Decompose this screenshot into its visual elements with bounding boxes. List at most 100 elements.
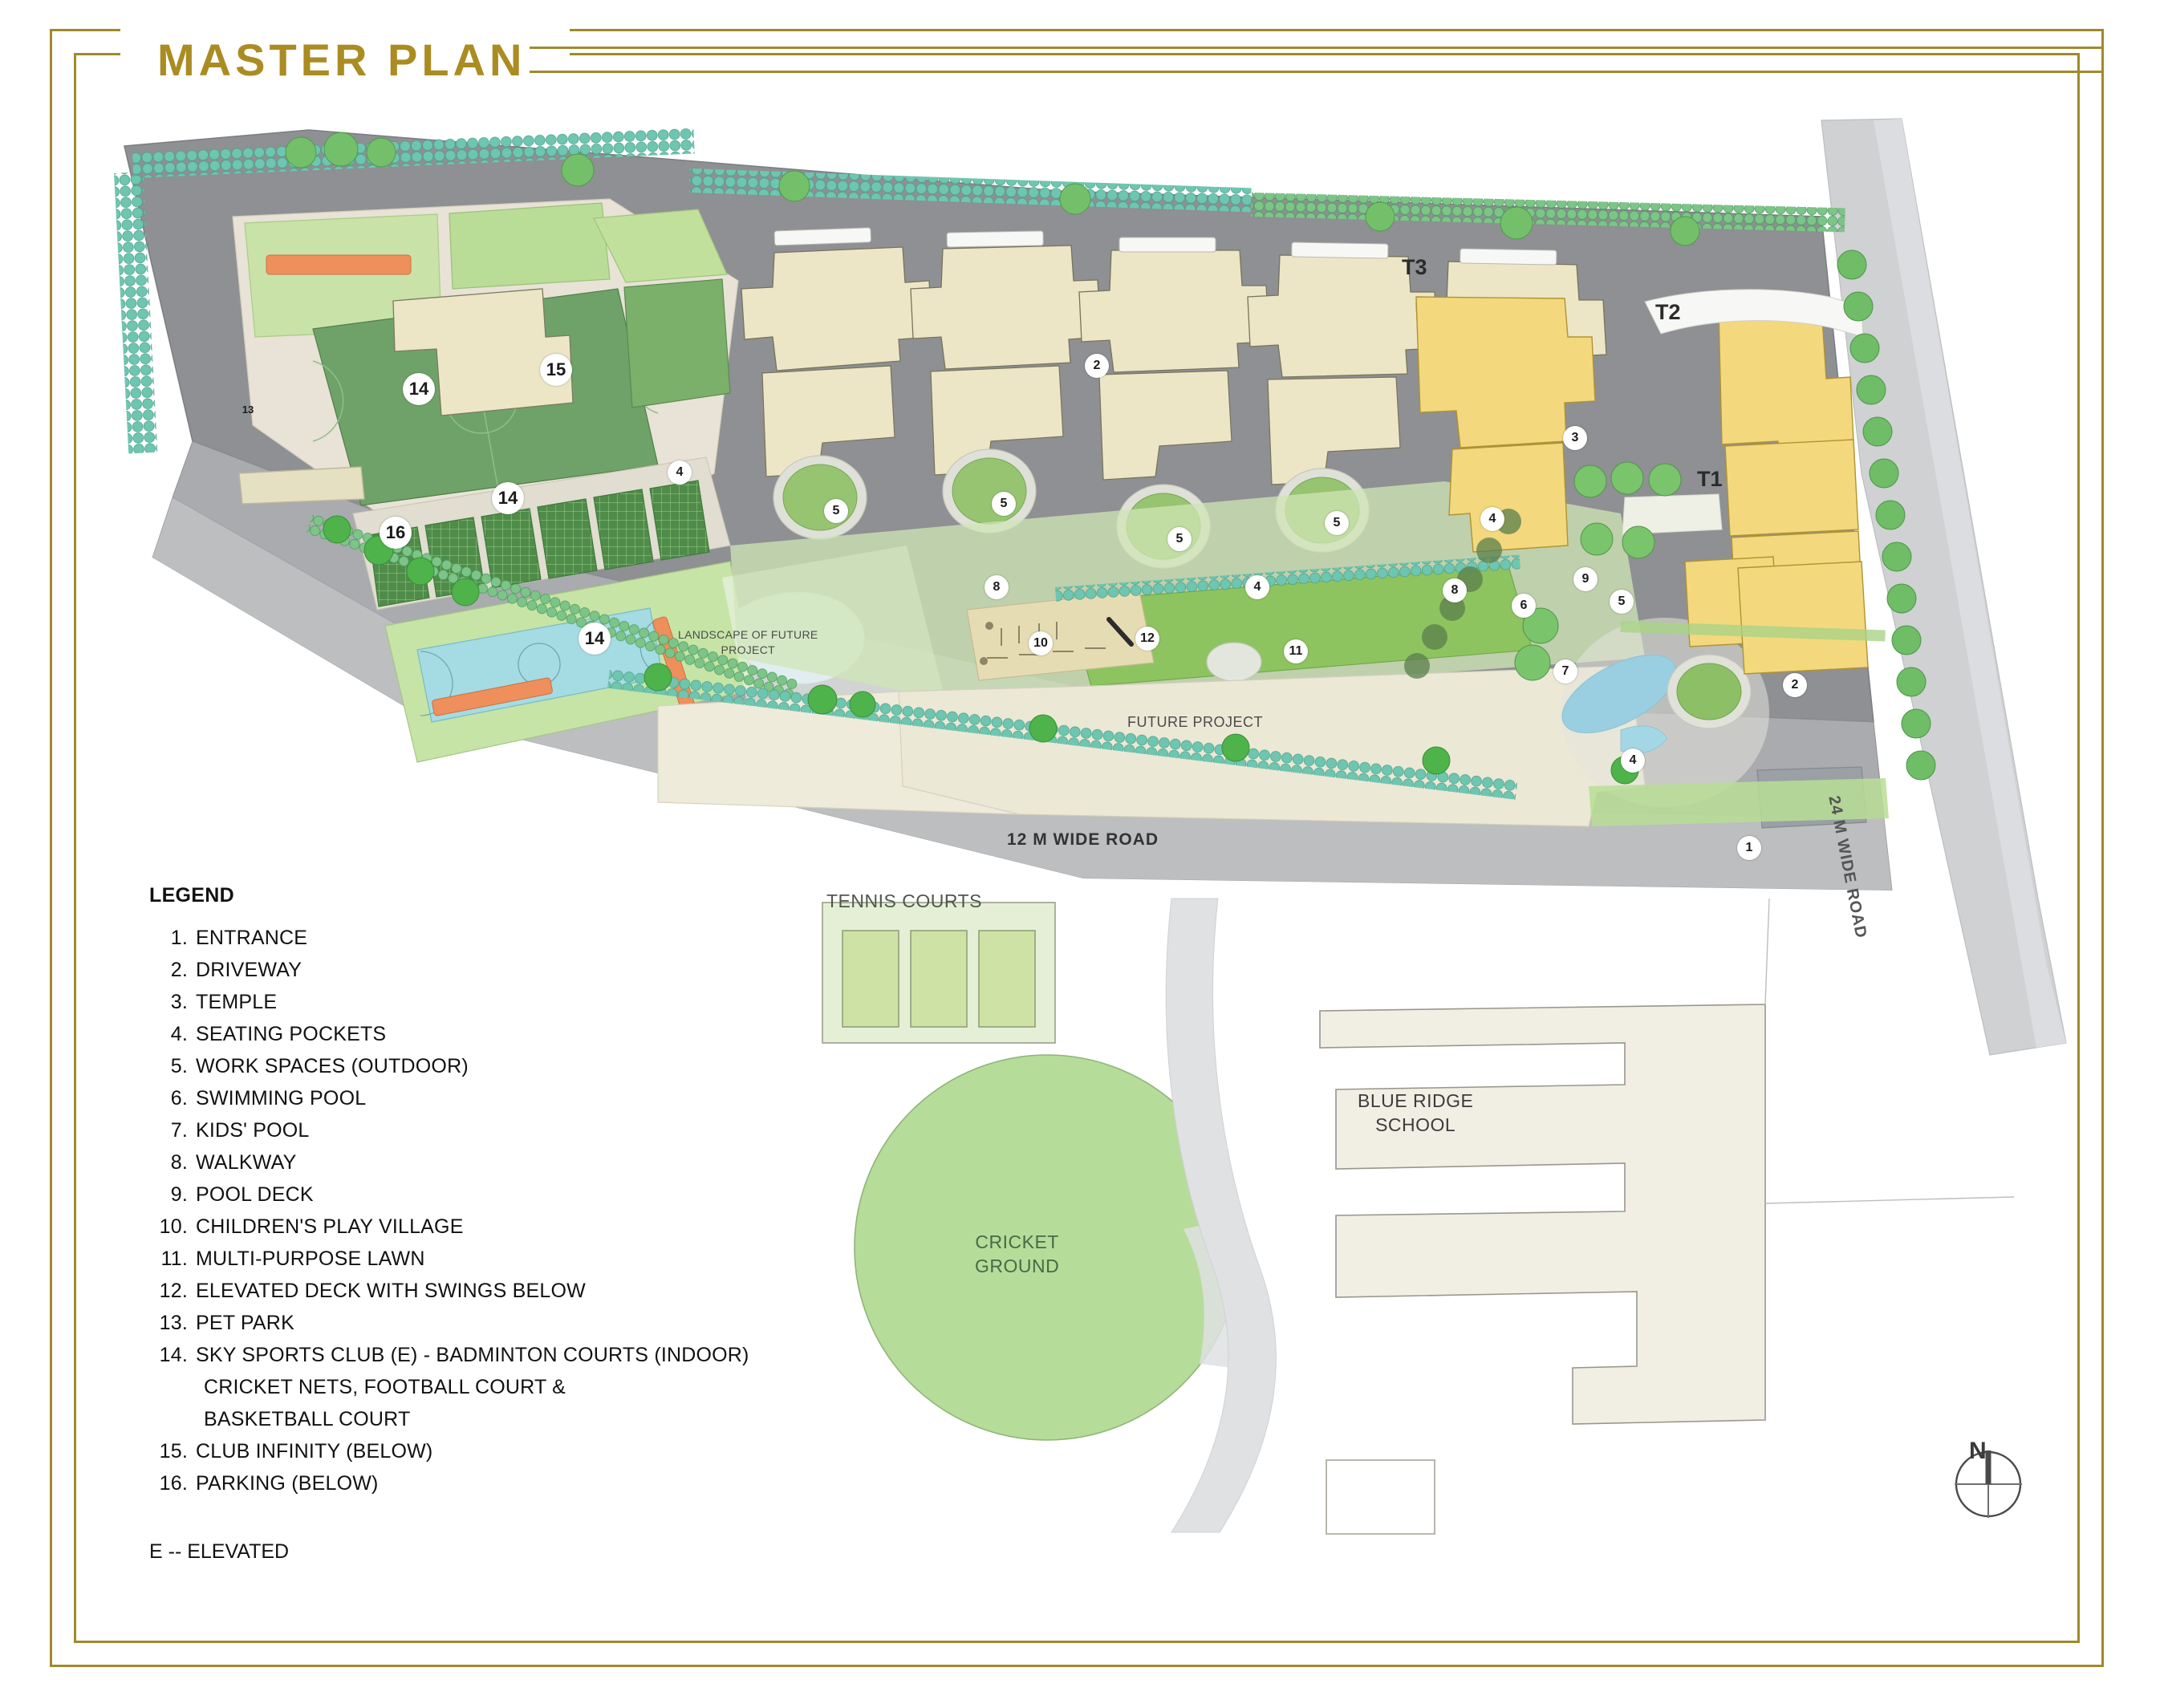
legend-item-number: 6.	[170, 1087, 188, 1110]
map-marker-13: 13	[242, 403, 254, 416]
legend-item-number: 12.	[159, 1280, 188, 1302]
map-marker-12: 12	[1135, 627, 1159, 651]
legend-heading: LEGEND	[149, 884, 234, 907]
legend-item-number: 3.	[170, 991, 188, 1013]
legend-item-number: 15.	[159, 1440, 188, 1463]
legend-item: 1. ENTRANCE	[149, 922, 759, 954]
school-line-2: SCHOOL	[1375, 1114, 1456, 1135]
legend-item-label: ENTRANCE	[196, 927, 308, 949]
map-marker-5: 5	[1325, 511, 1349, 535]
map-marker-14: 14	[492, 482, 524, 514]
map-marker-7: 7	[1553, 659, 1577, 684]
legend-item-label: TEMPLE	[196, 991, 278, 1013]
legend-item-number: 2.	[170, 959, 188, 981]
legend-item: 16. PARKING (BELOW)	[149, 1467, 759, 1499]
map-marker-15: 15	[540, 354, 572, 386]
legend-item-number: 9.	[170, 1183, 188, 1206]
legend-item-label: MULTI-PURPOSE LAWN	[196, 1248, 425, 1270]
map-marker-2: 2	[1783, 673, 1807, 697]
cricket-line-2: GROUND	[975, 1256, 1060, 1276]
legend-item-number: 16.	[159, 1472, 188, 1495]
tower-label-t2: T2	[1655, 300, 1681, 324]
landscape-line-2: PROJECT	[721, 643, 775, 656]
legend-item: 5. WORK SPACES (OUTDOOR)	[149, 1050, 759, 1082]
legend-item: 8. WALKWAY	[149, 1146, 759, 1179]
map-marker-14: 14	[403, 373, 435, 405]
legend-item-label: WALKWAY	[196, 1151, 297, 1174]
map-marker-11: 11	[1284, 639, 1308, 663]
legend-item-continuation-text: BASKETBALL COURT	[204, 1408, 411, 1430]
legend-item: 2. DRIVEWAY	[149, 954, 759, 986]
cricket-line-1: CRICKET	[975, 1231, 1059, 1252]
tower-label-t3: T3	[1402, 255, 1427, 279]
legend-item: 9. POOL DECK	[149, 1179, 759, 1211]
site-map	[96, 96, 2078, 1605]
legend: LEGEND 1. ENTRANCE 2. DRIVEWAY 3. TEMPLE 4. SEA…	[149, 884, 759, 1499]
map-marker-5: 5	[992, 492, 1016, 516]
legend-item: 13. PET PARK	[149, 1307, 759, 1339]
legend-item: 10.CHILDREN'S PLAY VILLAGE	[149, 1211, 759, 1243]
legend-item-label: CLUB INFINITY (BELOW)	[196, 1440, 433, 1463]
legend-item-continuation-text: CRICKET NETS, FOOTBALL COURT &	[204, 1376, 566, 1398]
legend-item-label: SKY SPORTS CLUB (E) - BADMINTON COURTS (…	[196, 1344, 749, 1366]
map-label-road-12m: 12 M WIDE ROAD	[1007, 830, 1159, 849]
tower-label-t1: T1	[1697, 467, 1723, 491]
legend-item-label: PARKING (BELOW)	[196, 1472, 379, 1495]
legend-item-number: 8.	[170, 1151, 188, 1174]
map-label-landscape-of-future-project: LANDSCAPE OF FUTURE PROJECT	[678, 627, 818, 658]
legend-item-label: SEATING POCKETS	[196, 1023, 387, 1045]
map-marker-5: 5	[1167, 527, 1192, 551]
compass-icon	[1955, 1450, 2022, 1518]
map-marker-16: 16	[380, 517, 412, 549]
legend-item: 7. KIDS' POOL	[149, 1114, 759, 1146]
legend-item-label: PET PARK	[196, 1312, 294, 1334]
legend-item-label: KIDS' POOL	[196, 1119, 310, 1142]
legend-item: 6.SWIMMING POOL	[149, 1082, 759, 1114]
page-frame-inner	[74, 53, 2080, 1643]
legend-item-continuation: CRICKET NETS, FOOTBALL COURT &	[149, 1371, 759, 1403]
title-rule-lines	[530, 47, 2104, 95]
landscape-line-1: LANDSCAPE OF FUTURE	[678, 628, 818, 641]
map-label-blue-ridge-school: BLUE RIDGE SCHOOL	[1358, 1089, 1473, 1137]
page-title: MASTER PLAN	[157, 34, 526, 85]
map-marker-2: 2	[1085, 354, 1109, 378]
map-marker-8: 8	[985, 575, 1009, 599]
legend-item-number: 5.	[170, 1055, 188, 1077]
legend-item-label: POOL DECK	[196, 1183, 314, 1206]
map-marker-5: 5	[824, 499, 848, 523]
legend-item-number: 13.	[159, 1312, 188, 1334]
legend-item: 3. TEMPLE	[149, 986, 759, 1018]
legend-item: 11. MULTI-PURPOSE LAWN	[149, 1243, 759, 1275]
legend-item: 14. SKY SPORTS CLUB (E) - BADMINTON COURT…	[149, 1339, 759, 1371]
school-line-1: BLUE RIDGE	[1358, 1090, 1474, 1111]
map-marker-3: 3	[1563, 426, 1587, 450]
map-marker-9: 9	[1573, 567, 1598, 591]
legend-list: 1. ENTRANCE 2. DRIVEWAY 3. TEMPLE 4. SEATING PO…	[149, 922, 759, 1499]
legend-item-number: 11.	[160, 1248, 188, 1270]
map-marker-10: 10	[1029, 631, 1053, 655]
map-label-future-project: FUTURE PROJECT	[1127, 714, 1263, 730]
legend-item-number: 1.	[170, 927, 188, 949]
legend-item-continuation: BASKETBALL COURT	[149, 1403, 759, 1435]
map-marker-1: 1	[1737, 836, 1761, 860]
legend-item-number: 7.	[170, 1119, 188, 1142]
legend-item-number: 4.	[170, 1023, 188, 1045]
map-label-cricket-ground: CRICKET GROUND	[975, 1230, 1059, 1278]
legend-item-label: CHILDREN'S PLAY VILLAGE	[196, 1215, 464, 1238]
compass-rose: N	[1948, 1438, 2028, 1528]
title-backdrop	[120, 21, 570, 101]
map-marker-5: 5	[1610, 590, 1634, 614]
legend-footnote: E -- ELEVATED	[149, 1540, 290, 1563]
legend-item-label: WORK SPACES (OUTDOOR)	[196, 1055, 469, 1077]
map-marker-4: 4	[1245, 575, 1269, 599]
map-marker-4: 4	[1621, 749, 1645, 773]
map-label-tennis-courts: TENNIS COURTS	[826, 891, 982, 911]
map-marker-6: 6	[1512, 594, 1536, 618]
legend-item-label: DRIVEWAY	[196, 959, 302, 981]
legend-item-number: 14.	[159, 1344, 188, 1366]
map-marker-4: 4	[1480, 507, 1504, 531]
legend-item: 4. SEATING POCKETS	[149, 1018, 759, 1050]
legend-item: 15. CLUB INFINITY (BELOW)	[149, 1435, 759, 1467]
page-frame-outer	[50, 29, 2104, 1667]
